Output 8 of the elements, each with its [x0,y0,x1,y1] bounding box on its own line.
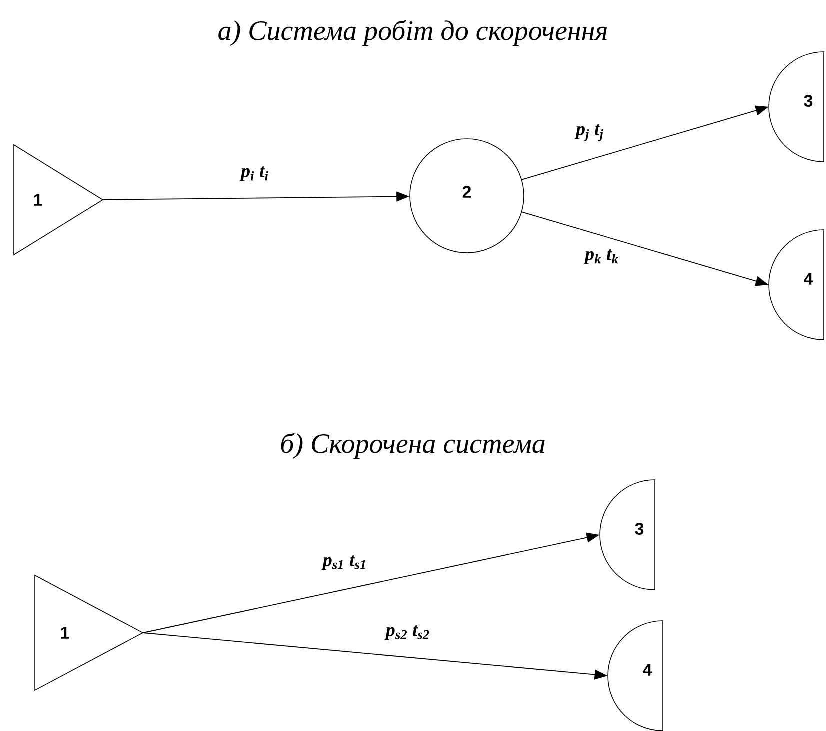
circle-node: 2 [410,138,524,254]
edge-label: p$_{s2}$ t$_{s2}$ [384,624,432,642]
edge-label: p$_{i}$ t$_{i}$ [240,166,270,182]
heading: б) Скорочена система [281,433,545,459]
edge-label: p$_{s1}$ t$_{s1}$ [322,554,368,572]
edge-label: p$_{k}$ t$_{k}$ [584,248,620,266]
edge-label: p$_{j}$ t$_{j}$ [574,124,605,142]
heading: а) Система робіт до скорочення [218,20,607,46]
